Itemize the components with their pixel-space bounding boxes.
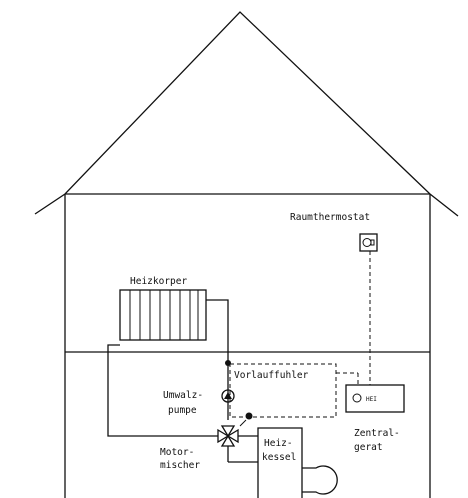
pump-icon (221, 389, 235, 403)
central-unit: HEI Zentral- gerat (345, 384, 405, 453)
motor-mixer: Motor- mischer (160, 419, 247, 471)
pump-label-line1: Umwalz- (163, 390, 203, 401)
boiler-label-line2: kessel (262, 452, 296, 463)
mixer-motor-link (239, 419, 247, 427)
central-unit-display: HEI (366, 396, 377, 403)
sensor-dot-lower (245, 412, 253, 420)
room-thermostat: Raumthermostat (290, 212, 378, 385)
return-pipe (107, 344, 218, 437)
radiator: Heizkorper (119, 276, 207, 341)
radiator-fins (129, 290, 199, 340)
central-unit-label-line1: Zentral- (354, 428, 400, 439)
boiler-label-line1: Heiz- (264, 438, 293, 449)
radiator-body (119, 289, 207, 341)
pipe-network (107, 299, 258, 463)
pump-label-line2: pumpe (168, 405, 197, 416)
circulation-pump: Umwalz- pumpe (163, 389, 235, 416)
central-unit-knob-icon (352, 393, 362, 403)
mixer-label-line1: Motor- (160, 447, 194, 458)
boiler-body (257, 427, 303, 498)
radiator-label: Heizkorper (130, 276, 187, 287)
boiler-burner-icon (302, 465, 338, 495)
thermostat-tab (370, 239, 375, 246)
house-outline (34, 11, 459, 498)
boiler: Heiz- kessel (257, 427, 338, 498)
supply-sensor: Vorlauffuhler (225, 360, 359, 420)
supply-pipe (206, 299, 229, 420)
pump-arrow (224, 392, 232, 399)
sensor-label-box (229, 363, 337, 418)
roof (34, 11, 459, 217)
mixer-label-line2: mischer (160, 460, 200, 471)
room-thermostat-label: Raumthermostat (290, 212, 370, 223)
thermostat-dial-icon (362, 238, 372, 247)
thermostat-box (359, 233, 378, 252)
mixer-valve-icon (217, 428, 230, 444)
central-unit-box (345, 384, 405, 413)
central-unit-label-line2: gerat (354, 442, 383, 453)
sensor-label: Vorlauffuhler (234, 370, 309, 381)
